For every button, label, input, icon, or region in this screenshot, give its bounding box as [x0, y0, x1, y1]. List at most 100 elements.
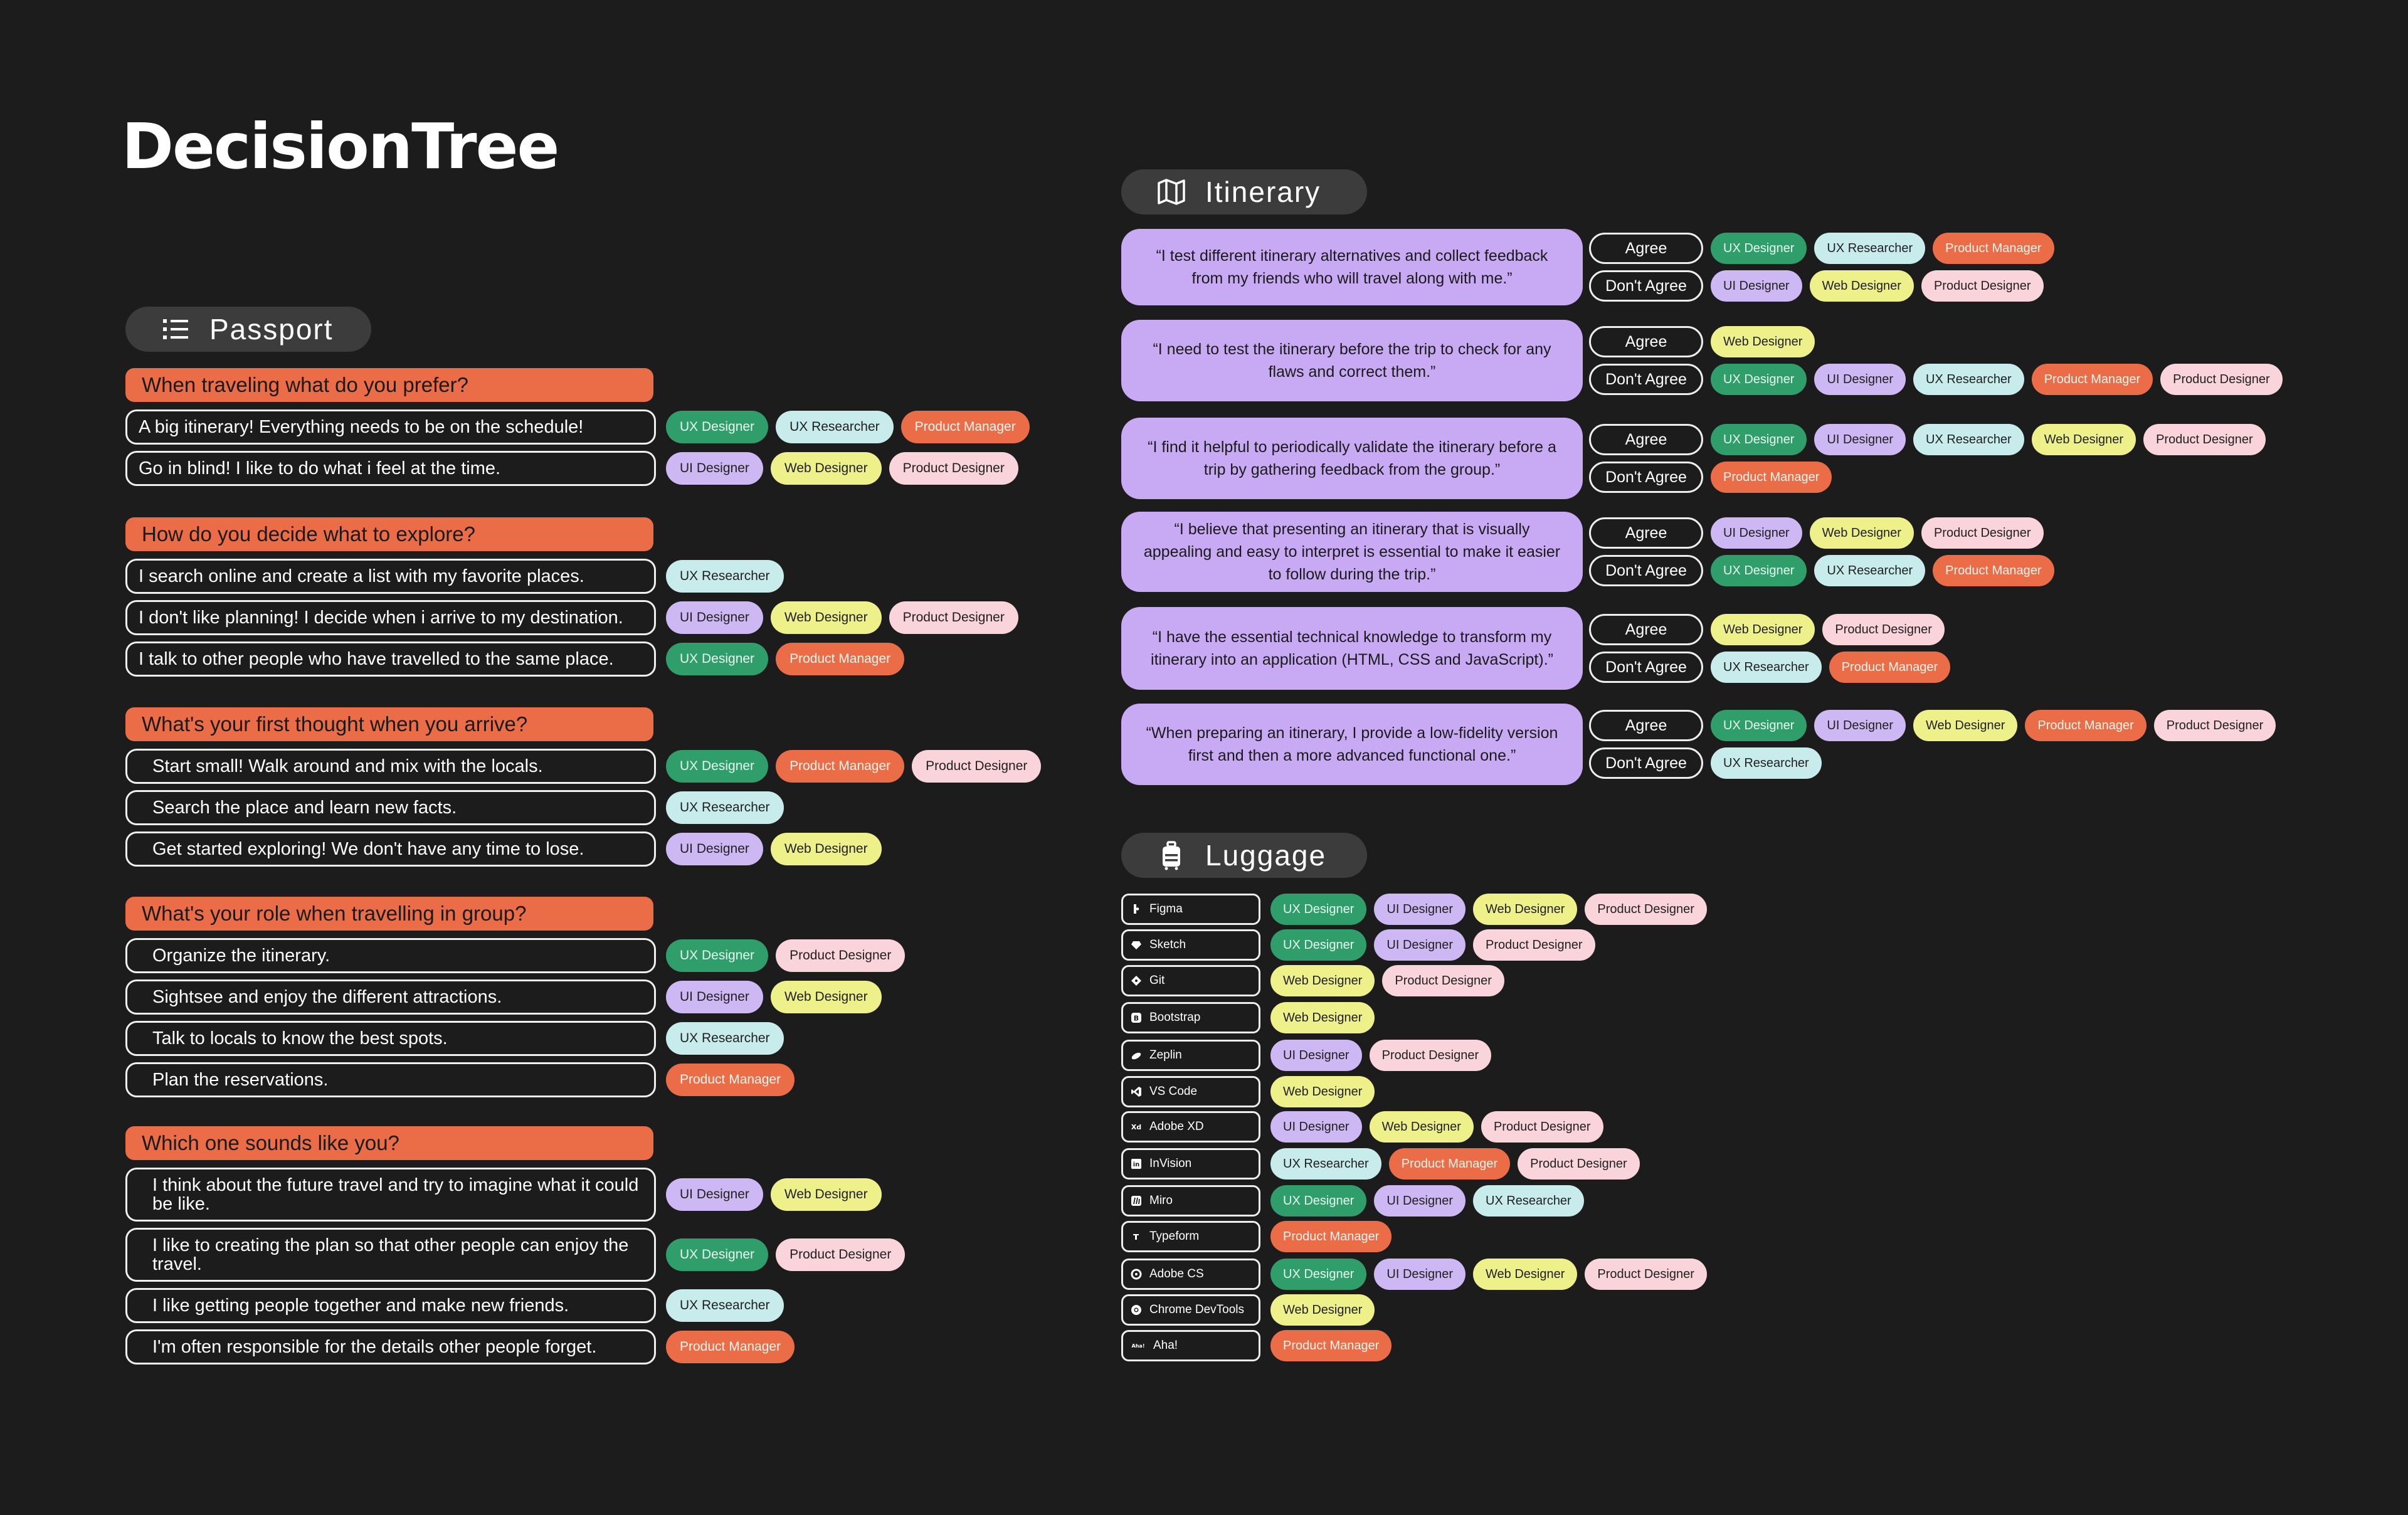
answer-option[interactable]: I like to creating the plan so that othe… — [125, 1228, 656, 1282]
disagree-button[interactable]: Don't Agree — [1589, 270, 1703, 302]
agree-line: Agree UX Designer UI Designer UX Researc… — [1589, 424, 2266, 455]
role-tag: Product Designer — [2153, 710, 2276, 741]
sketch-icon — [1131, 939, 1142, 951]
role-tag: UX Researcher — [1711, 747, 1822, 779]
list-icon — [163, 319, 188, 339]
tool-item-zeplin[interactable]: Zeplin — [1121, 1040, 1260, 1071]
typeform-icon — [1131, 1231, 1142, 1242]
agree-button[interactable]: Agree — [1589, 424, 1703, 455]
answer-option[interactable]: Plan the reservations. — [125, 1062, 656, 1097]
tool-label: Sketch — [1149, 938, 1186, 951]
disagree-button[interactable]: Don't Agree — [1589, 555, 1703, 586]
answer-option[interactable]: Organize the itinerary. — [125, 938, 656, 973]
luggage-row: Adobe CS UX Designer UI Designer Web Des… — [1121, 1259, 1707, 1290]
tool-item-chrome-devtools[interactable]: Chrome DevTools — [1121, 1294, 1260, 1326]
role-tag: UI Designer — [1374, 894, 1465, 925]
role-tag: Product Designer — [1585, 1259, 1707, 1290]
agree-button[interactable]: Agree — [1589, 517, 1703, 549]
role-tag: UX Designer — [666, 411, 769, 443]
luggage-row: Typeform Product Manager — [1121, 1221, 1392, 1252]
agree-button[interactable]: Agree — [1589, 326, 1703, 357]
role-tags: Product Manager — [666, 1064, 795, 1096]
answer-row: I think about the future travel and try … — [125, 1168, 905, 1222]
luggage-row: Aha!Aha! Product Manager — [1121, 1330, 1392, 1361]
disagree-button[interactable]: Don't Agree — [1589, 747, 1703, 779]
role-tag: Product Designer — [1921, 270, 2044, 302]
page-title: DecisionTree — [122, 110, 559, 183]
role-tag: Product Manager — [900, 411, 1030, 443]
answer-option[interactable]: I talk to other people who have travelle… — [125, 641, 656, 677]
statement-quote: “I test different itinerary alternatives… — [1121, 229, 1583, 305]
role-tags: Web Designer Product Designer — [1270, 965, 1504, 996]
answer-option[interactable]: Get started exploring! We don't have any… — [125, 831, 656, 867]
section-label: Luggage — [1205, 839, 1327, 872]
role-tag: UI Designer — [1270, 1040, 1362, 1071]
disagree-button[interactable]: Don't Agree — [1589, 462, 1703, 493]
agree-button[interactable]: Agree — [1589, 710, 1703, 741]
role-tag: UI Designer — [1374, 929, 1465, 961]
answer-option[interactable]: A big itinerary! Everything needs to be … — [125, 409, 656, 445]
role-tag: UX Researcher — [666, 1289, 784, 1322]
tool-item-vscode[interactable]: VS Code — [1121, 1076, 1260, 1107]
answer-option[interactable]: I search online and create a list with m… — [125, 559, 656, 594]
answer-option[interactable]: I don't like planning! I decide when i a… — [125, 600, 656, 635]
answer-option[interactable]: Sightsee and enjoy the different attract… — [125, 979, 656, 1015]
role-tag: Web Designer — [770, 452, 882, 485]
tool-label: Miro — [1149, 1194, 1173, 1207]
role-tag: Web Designer — [770, 833, 882, 865]
role-tag: Web Designer — [1369, 1111, 1474, 1143]
agree-line: Agree Web Designer — [1589, 326, 2283, 357]
answer-option[interactable]: I like getting people together and make … — [125, 1288, 656, 1323]
role-tag: Product Manager — [2025, 710, 2147, 741]
answer-row: I talk to other people who have travelle… — [125, 641, 1018, 677]
answer-option[interactable]: Search the place and learn new facts. — [125, 790, 656, 825]
role-tag: Product Designer — [776, 1238, 906, 1271]
disagree-button[interactable]: Don't Agree — [1589, 652, 1703, 683]
tool-label: InVision — [1149, 1157, 1192, 1170]
role-tag: UI Designer — [1374, 1259, 1465, 1290]
role-tag: UX Designer — [666, 750, 769, 783]
answer-row: Start small! Walk around and mix with th… — [125, 749, 1042, 784]
miro-icon — [1131, 1195, 1142, 1206]
answer-option[interactable]: I think about the future travel and try … — [125, 1168, 656, 1222]
answer-option[interactable]: I'm often responsible for the details ot… — [125, 1329, 656, 1365]
chrome-icon — [1131, 1304, 1142, 1316]
statement-quote: “I need to test the itinerary before the… — [1121, 320, 1583, 401]
statement-quote: “I have the essential technical knowledg… — [1121, 607, 1583, 690]
role-tag: UX Designer — [1270, 1185, 1367, 1217]
role-tag: Web Designer — [1913, 710, 2018, 741]
role-tag: Product Designer — [1369, 1040, 1492, 1071]
role-tag: UX Researcher — [1270, 1148, 1381, 1180]
role-tag: Product Designer — [889, 601, 1018, 634]
tool-item-git[interactable]: Git — [1121, 965, 1260, 996]
role-tag: Product Designer — [2160, 364, 2283, 395]
tool-item-sketch[interactable]: Sketch — [1121, 929, 1260, 961]
answer-row: Sightsee and enjoy the different attract… — [125, 979, 905, 1015]
statement-quote: “I believe that presenting an itinerary … — [1121, 512, 1583, 592]
tool-item-aha[interactable]: Aha!Aha! — [1121, 1330, 1260, 1361]
role-tags: UX Designer Product Designer — [666, 939, 906, 972]
answer-row: I like to creating the plan so that othe… — [125, 1228, 906, 1282]
role-tag: UI Designer — [1270, 1111, 1362, 1143]
disagree-line: Don't Agree UX Researcher — [1589, 747, 2276, 779]
figma-icon — [1131, 904, 1142, 915]
agree-line: Agree UI Designer Web Designer Product D… — [1589, 517, 2054, 549]
answer-option[interactable]: Start small! Walk around and mix with th… — [125, 749, 656, 784]
tool-item-adobe-cs[interactable]: Adobe CS — [1121, 1259, 1260, 1290]
role-tag: UX Researcher — [666, 1022, 784, 1055]
agree-button[interactable]: Agree — [1589, 233, 1703, 264]
tool-item-miro[interactable]: Miro — [1121, 1185, 1260, 1217]
tool-item-figma[interactable]: Figma — [1121, 894, 1260, 925]
agree-button[interactable]: Agree — [1589, 614, 1703, 645]
role-tags: Product Manager — [1270, 1330, 1392, 1361]
section-label: Itinerary — [1205, 176, 1321, 208]
agree-line: Agree UX Designer UX Researcher Product … — [1589, 233, 2054, 264]
tool-item-typeform[interactable]: Typeform — [1121, 1221, 1260, 1252]
disagree-button[interactable]: Don't Agree — [1589, 364, 1703, 395]
answer-option[interactable]: Talk to locals to know the best spots. — [125, 1021, 656, 1056]
luggage-row: Sketch UX Designer UI Designer Product D… — [1121, 929, 1595, 961]
answer-option[interactable]: Go in blind! I like to do what i feel at… — [125, 451, 656, 486]
